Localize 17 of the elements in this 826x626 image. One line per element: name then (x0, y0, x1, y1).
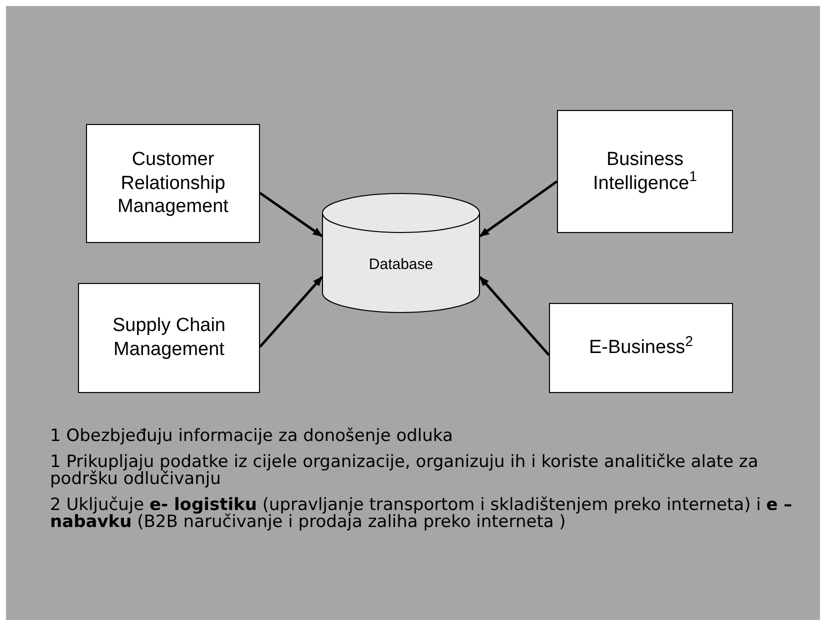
arrow (259, 192, 323, 238)
box-label: Business Intelligence$^{1}$ (592, 148, 698, 196)
database-cylinder (322, 193, 480, 313)
box-label: Customer Relationship Management (116, 148, 230, 220)
database-label: Database (368, 256, 434, 274)
process-box (557, 110, 733, 233)
process-box (549, 303, 733, 393)
box-label: Supply Chain Management (111, 314, 227, 362)
arrow (479, 180, 558, 238)
process-box (78, 283, 260, 393)
footnote: 1 Prikupljaju podatke iz cijele organizacije, organizuju ih i koriste analitičke alate za podršku odlučivanju (50, 454, 760, 488)
arrow (479, 276, 550, 356)
arrow (259, 276, 323, 348)
process-box (86, 124, 260, 243)
footnote: 1 Obezbjeđuju informacije za donošenje odluka (50, 428, 454, 445)
footnote: 2 Uključuje e- logistiku (upravljanje transportom i skladištenjem preko interneta) i e – nabavku (B2B naručivanje i prodaja zaliha preko interneta ) (50, 497, 794, 531)
box-label: E-Business$^{2}$ (588, 336, 694, 360)
